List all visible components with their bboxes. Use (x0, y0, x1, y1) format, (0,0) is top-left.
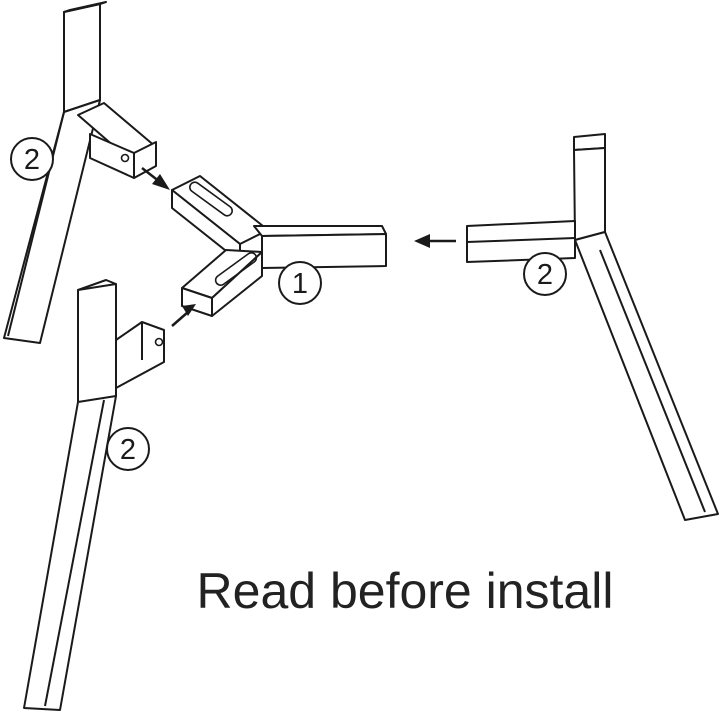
badge-label: 2 (537, 259, 553, 291)
instruction-caption: Read before install (196, 563, 614, 619)
leg-right (466, 133, 719, 521)
badge-leg-bottom-left: 2 (106, 427, 150, 471)
leg-bottom-left (23, 279, 165, 711)
arrow-leg-b-to-connector (171, 304, 196, 327)
badge-label: 2 (120, 434, 136, 466)
leg-top-left (3, 1, 157, 344)
badge-label: 2 (24, 144, 40, 176)
arrow-leg-c-to-connector (414, 234, 456, 248)
connector-part (171, 175, 387, 317)
badge-connector: 1 (278, 261, 322, 305)
badge-label: 1 (292, 268, 308, 300)
badge-leg-top-left: 2 (10, 137, 54, 181)
arrow-leg-a-to-connector (141, 167, 170, 190)
badge-leg-right: 2 (523, 252, 567, 296)
